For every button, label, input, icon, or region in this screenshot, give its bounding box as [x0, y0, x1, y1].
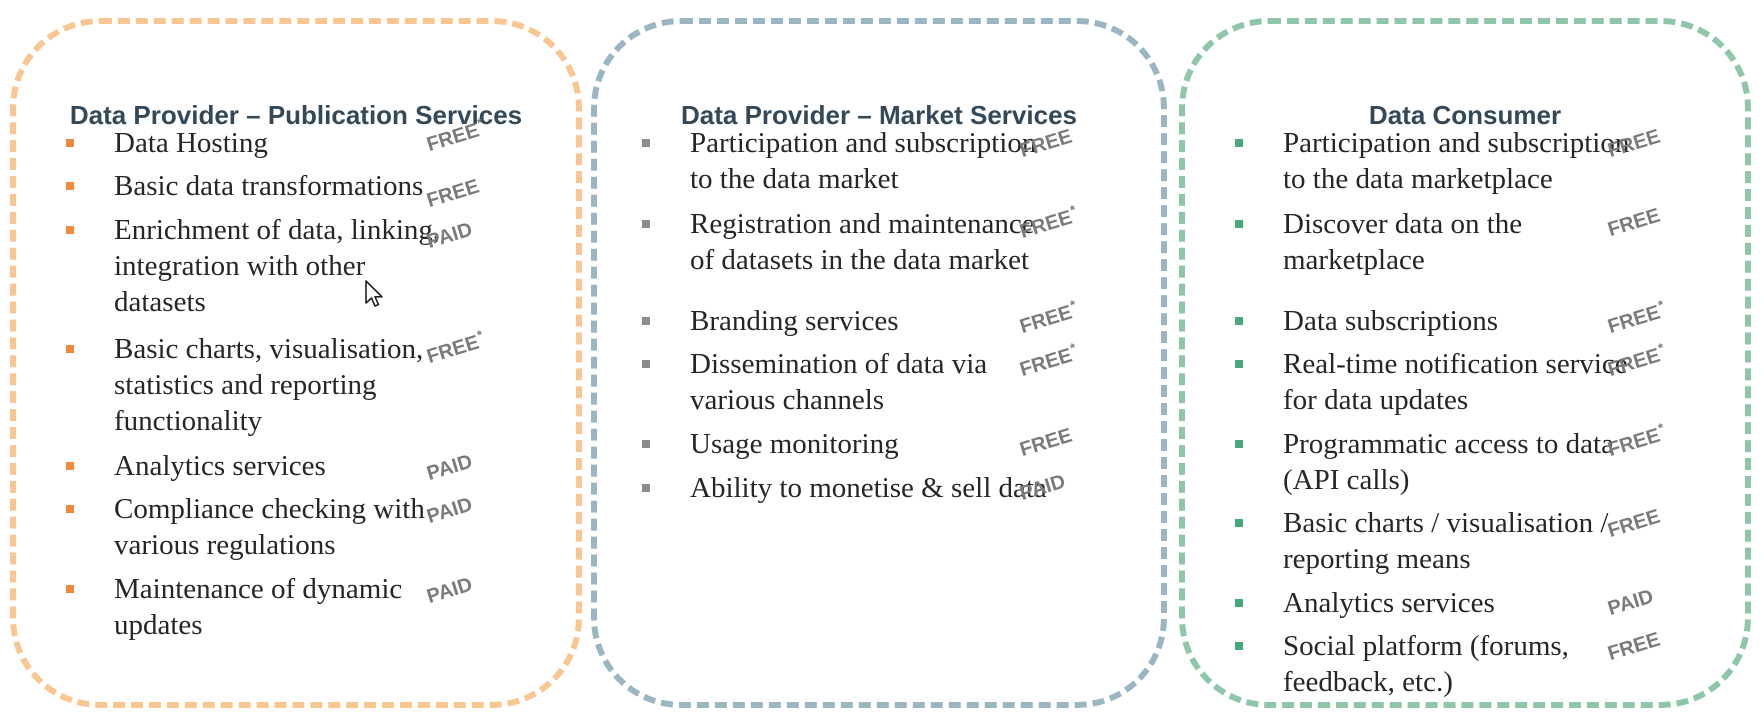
square-bullet-icon [66, 139, 74, 147]
list-item-text: Real-time notification service for data … [1283, 348, 1628, 416]
list-item-text: Basic data transformations [114, 170, 424, 202]
list-item-text: Compliance checking with various regulat… [114, 493, 425, 561]
list-item-text: Usage monitoring [690, 428, 899, 460]
square-bullet-icon [642, 317, 650, 325]
price-badge-label: FREE [424, 331, 482, 369]
panel-data-consumer: Data Consumer Participation and subscrip… [1179, 18, 1751, 708]
price-badge-label: PAID [424, 573, 475, 609]
list-item-text: Registration and maintenance of datasets… [690, 208, 1035, 276]
price-badge-label: PAID [424, 493, 475, 529]
square-bullet-icon [66, 345, 74, 353]
price-badge-label: FREE [1017, 301, 1075, 339]
list-item-text: Data Hosting [114, 127, 268, 159]
price-badge-label: FREE [1605, 301, 1663, 339]
square-bullet-icon [1235, 642, 1243, 650]
price-badge-label: PAID [424, 450, 475, 486]
price-badge-label: FREE [1017, 344, 1075, 382]
price-badge: PAID [1604, 582, 1657, 621]
price-badge: FREE* [1604, 420, 1668, 462]
square-bullet-icon [642, 139, 650, 147]
square-bullet-icon [66, 585, 74, 593]
list-item-text: Participation and subscription to the da… [1283, 127, 1630, 195]
price-badge: PAID [423, 490, 476, 529]
square-bullet-icon [66, 226, 74, 234]
price-badge-label: FREE [1605, 628, 1663, 666]
price-badge-label: FREE [424, 175, 482, 213]
square-bullet-icon [1235, 440, 1243, 448]
price-badge: FREE* [1604, 297, 1668, 339]
price-badge-label: PAID [1605, 585, 1656, 621]
list-item-text: Dissemination of data via various channe… [690, 348, 988, 416]
square-bullet-icon [1235, 599, 1243, 607]
square-bullet-icon [642, 484, 650, 492]
list-item-text: Basic charts / visualisation / reporting… [1283, 507, 1609, 575]
square-bullet-icon [642, 440, 650, 448]
panel-title: Data Consumer [1368, 100, 1562, 130]
price-badge: FREE [1604, 625, 1664, 666]
square-bullet-icon [642, 220, 650, 228]
price-badge: FREE [1604, 201, 1664, 242]
list-item-text: Enrichment of data, linking, integration… [114, 214, 441, 318]
list-item-text: Participation and subscription to the da… [690, 127, 1037, 195]
price-badge: FREE* [1016, 340, 1080, 382]
price-badge-label: FREE [1017, 424, 1075, 462]
list-item-text: Programmatic access to data (API calls) [1283, 428, 1614, 496]
square-bullet-icon [1235, 360, 1243, 368]
list-item-text: Analytics services [1283, 587, 1495, 619]
list-item-text: Discover data on the marketplace [1283, 208, 1523, 276]
square-bullet-icon [1235, 317, 1243, 325]
price-badge-label: FREE [1605, 204, 1663, 242]
panel-title: Data Provider – Publication Services [69, 100, 523, 130]
price-badge: FREE [1604, 502, 1664, 543]
list-item-text: Data subscriptions [1283, 305, 1499, 337]
price-badge: FREE [423, 172, 483, 213]
list-item-text: Basic charts, visualisation, statistics … [114, 333, 424, 437]
price-badge-label: FREE [1605, 505, 1663, 543]
panel-title: Data Provider – Market Services [681, 100, 1077, 130]
square-bullet-icon [66, 462, 74, 470]
list-item-text: Ability to monetise & sell data [690, 472, 1047, 504]
panel-publication-services: Data Provider – Publication Services Dat… [10, 18, 582, 708]
list-item-text: Analytics services [114, 450, 326, 482]
list-item-text: Social platform (forums, feedback, etc.) [1283, 630, 1569, 698]
price-badge: PAID [423, 570, 476, 609]
list-item-text: Branding services [690, 305, 899, 337]
price-badge: FREE* [423, 327, 487, 369]
price-badge: PAID [423, 447, 476, 486]
square-bullet-icon [1235, 519, 1243, 527]
square-bullet-icon [642, 360, 650, 368]
price-badge: FREE [1016, 421, 1076, 462]
square-bullet-icon [1235, 139, 1243, 147]
mouse-cursor-icon [365, 280, 383, 307]
square-bullet-icon [1235, 220, 1243, 228]
panel-market-services: Data Provider – Market Services Particip… [591, 18, 1167, 708]
square-bullet-icon [66, 505, 74, 513]
square-bullet-icon [66, 182, 74, 190]
price-badge: FREE* [1016, 297, 1080, 339]
list-item-text: Maintenance of dynamic updates [114, 573, 403, 641]
